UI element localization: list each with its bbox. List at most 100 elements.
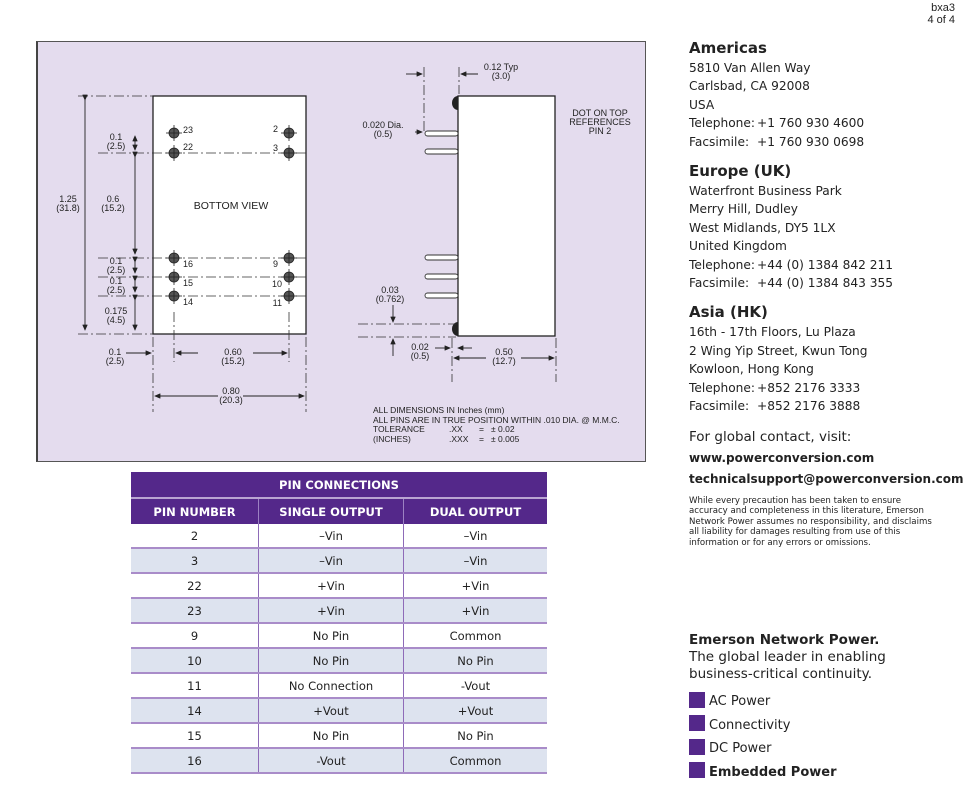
region-europe: Europe (UK) Waterfront Business Park Mer…	[689, 161, 959, 292]
dual-output-cell: +Vout	[403, 698, 547, 724]
dim-text: (12.7)	[492, 356, 516, 366]
dim-text: (0.762)	[376, 294, 405, 304]
dual-output-cell: +Vin	[403, 598, 547, 624]
dim-text: (15.2)	[221, 356, 245, 366]
single-output-cell: +Vin	[258, 573, 404, 599]
note-text: DOT ON TOP	[572, 108, 628, 118]
disclaimer: While every precaution has been taken to…	[689, 495, 932, 548]
dual-output-cell: -Vout	[403, 673, 547, 699]
address-line: 2 Wing Yip Street, Kwun Tong	[689, 343, 868, 358]
equals: =	[479, 433, 484, 444]
brand-block: Emerson Network Power. The global leader…	[689, 632, 886, 784]
dim-text: (2.5)	[107, 141, 126, 151]
column-header: DUAL OUTPUT	[403, 498, 547, 524]
square-bullet-icon	[689, 691, 705, 708]
page-number: 4 of 4	[927, 14, 955, 26]
pin-label: 16	[183, 259, 193, 269]
column-header: SINGLE OUTPUT	[258, 498, 404, 524]
business-label: AC Power	[709, 694, 771, 709]
dim-text: 0.1	[109, 347, 122, 357]
pin-label: 2	[273, 124, 278, 134]
contact-column: Americas 5810 Van Allen Way Carlsbad, CA…	[689, 38, 964, 548]
business-label: DC Power	[709, 741, 772, 756]
dual-output-cell: Common	[403, 623, 547, 649]
tolerance-row: TOLERANCE.XX=± 0.02	[373, 424, 620, 435]
tolerance-format: .XXX	[449, 433, 469, 444]
dim-text: 0.1	[110, 132, 123, 142]
telephone-number: +1 760 930 4600	[757, 116, 865, 131]
business-item: DC Power	[689, 737, 886, 761]
telephone-label: Telephone:	[689, 380, 755, 395]
facsimile-number: +1 760 930 0698	[757, 134, 865, 149]
region-americas: Americas 5810 Van Allen Way Carlsbad, CA…	[689, 38, 959, 151]
single-output-cell: +Vin	[258, 598, 404, 624]
region-title: Asia (HK)	[689, 303, 768, 322]
dim-text: 0.1	[110, 276, 123, 286]
region-asia: Asia (HK) 16th - 17th Floors, Lu Plaza 2…	[689, 302, 959, 415]
pin-number-cell: 11	[131, 673, 259, 699]
table-row: 22+Vin+Vin	[131, 573, 547, 599]
equals: =	[479, 424, 484, 434]
brand-tagline: The global leader in enabling	[689, 649, 886, 665]
table-row: 3–Vin–Vin	[131, 548, 547, 574]
pin-label: 23	[183, 125, 193, 135]
facsimile-label: Facsimile:	[689, 276, 750, 291]
pin-number-cell: 23	[131, 598, 259, 624]
business-list: AC Power Connectivity DC Power Embedded …	[689, 690, 886, 784]
address-line: West Midlands, DY5 1LX	[689, 220, 836, 235]
pin-number-cell: 10	[131, 648, 259, 674]
dim-text: (2.5)	[107, 265, 126, 275]
pin-number-cell: 9	[131, 623, 259, 649]
telephone-number: +852 2176 3333	[757, 380, 861, 395]
dual-output-cell: +Vin	[403, 573, 547, 599]
support-email-link[interactable]: technicalsupport@powerconversion.com	[689, 471, 964, 486]
dim-text: 0.175	[105, 306, 128, 316]
bottom-dot-marker	[452, 322, 458, 336]
note-line: ALL DIMENSIONS IN Inches (mm)	[373, 405, 505, 415]
business-item: AC Power	[689, 690, 886, 714]
dim-text: 1.25	[59, 194, 77, 204]
address-line: Waterfront Business Park	[689, 184, 842, 199]
region-title: Europe (UK)	[689, 162, 792, 181]
dim-text: 0.60	[224, 347, 242, 357]
address-line: Kowloon, Hong Kong	[689, 362, 814, 377]
column-header: PIN NUMBER	[131, 498, 259, 524]
facsimile-label: Facsimile:	[689, 399, 750, 414]
single-output-cell: +Vout	[258, 698, 404, 724]
page-code: bxa3 4 of 4	[927, 2, 955, 26]
address-line: 16th - 17th Floors, Lu Plaza	[689, 325, 856, 340]
table-row: 2–Vin–Vin	[131, 524, 547, 549]
region-title: Americas	[689, 39, 767, 57]
dual-output-cell: No Pin	[403, 648, 547, 674]
dual-output-cell: No Pin	[403, 723, 547, 749]
brand-name: Emerson Network Power.	[689, 632, 880, 648]
tolerance-label: TOLERANCE	[373, 424, 425, 434]
website-link[interactable]: www.powerconversion.com	[689, 450, 875, 465]
drawing-svg: 23 22 16 15 14 2 3 9 10 11 BOTTOM VIEW 1…	[56, 62, 631, 412]
document-code: bxa3	[931, 2, 955, 14]
business-label: Embedded Power	[709, 764, 837, 780]
pin-label: 22	[183, 142, 193, 152]
dim-text: 0.02	[411, 342, 429, 352]
brand-tagline: business-critical continuity.	[689, 666, 873, 682]
facsimile: Facsimile:+44 (0) 1384 843 355	[689, 274, 959, 292]
table-title: PIN CONNECTIONS	[131, 472, 547, 499]
dim-text: (15.2)	[101, 203, 125, 213]
note-text: REFERENCES	[569, 117, 631, 127]
dim-text: (0.5)	[374, 129, 393, 139]
telephone-label: Telephone:	[689, 116, 755, 131]
business-item: Connectivity	[689, 714, 886, 738]
table-row: 23+Vin+Vin	[131, 598, 547, 624]
business-item: Embedded Power	[689, 761, 886, 785]
tolerance-value: ± 0.02	[491, 424, 515, 434]
single-output-cell: –Vin	[258, 548, 404, 574]
dim-text: (31.8)	[56, 203, 80, 213]
business-label: Connectivity	[709, 717, 791, 733]
single-output-cell: No Pin	[258, 648, 404, 674]
telephone: Telephone:+852 2176 3333	[689, 379, 959, 397]
single-output-cell: No Pin	[258, 623, 404, 649]
note-text: PIN 2	[589, 126, 612, 136]
